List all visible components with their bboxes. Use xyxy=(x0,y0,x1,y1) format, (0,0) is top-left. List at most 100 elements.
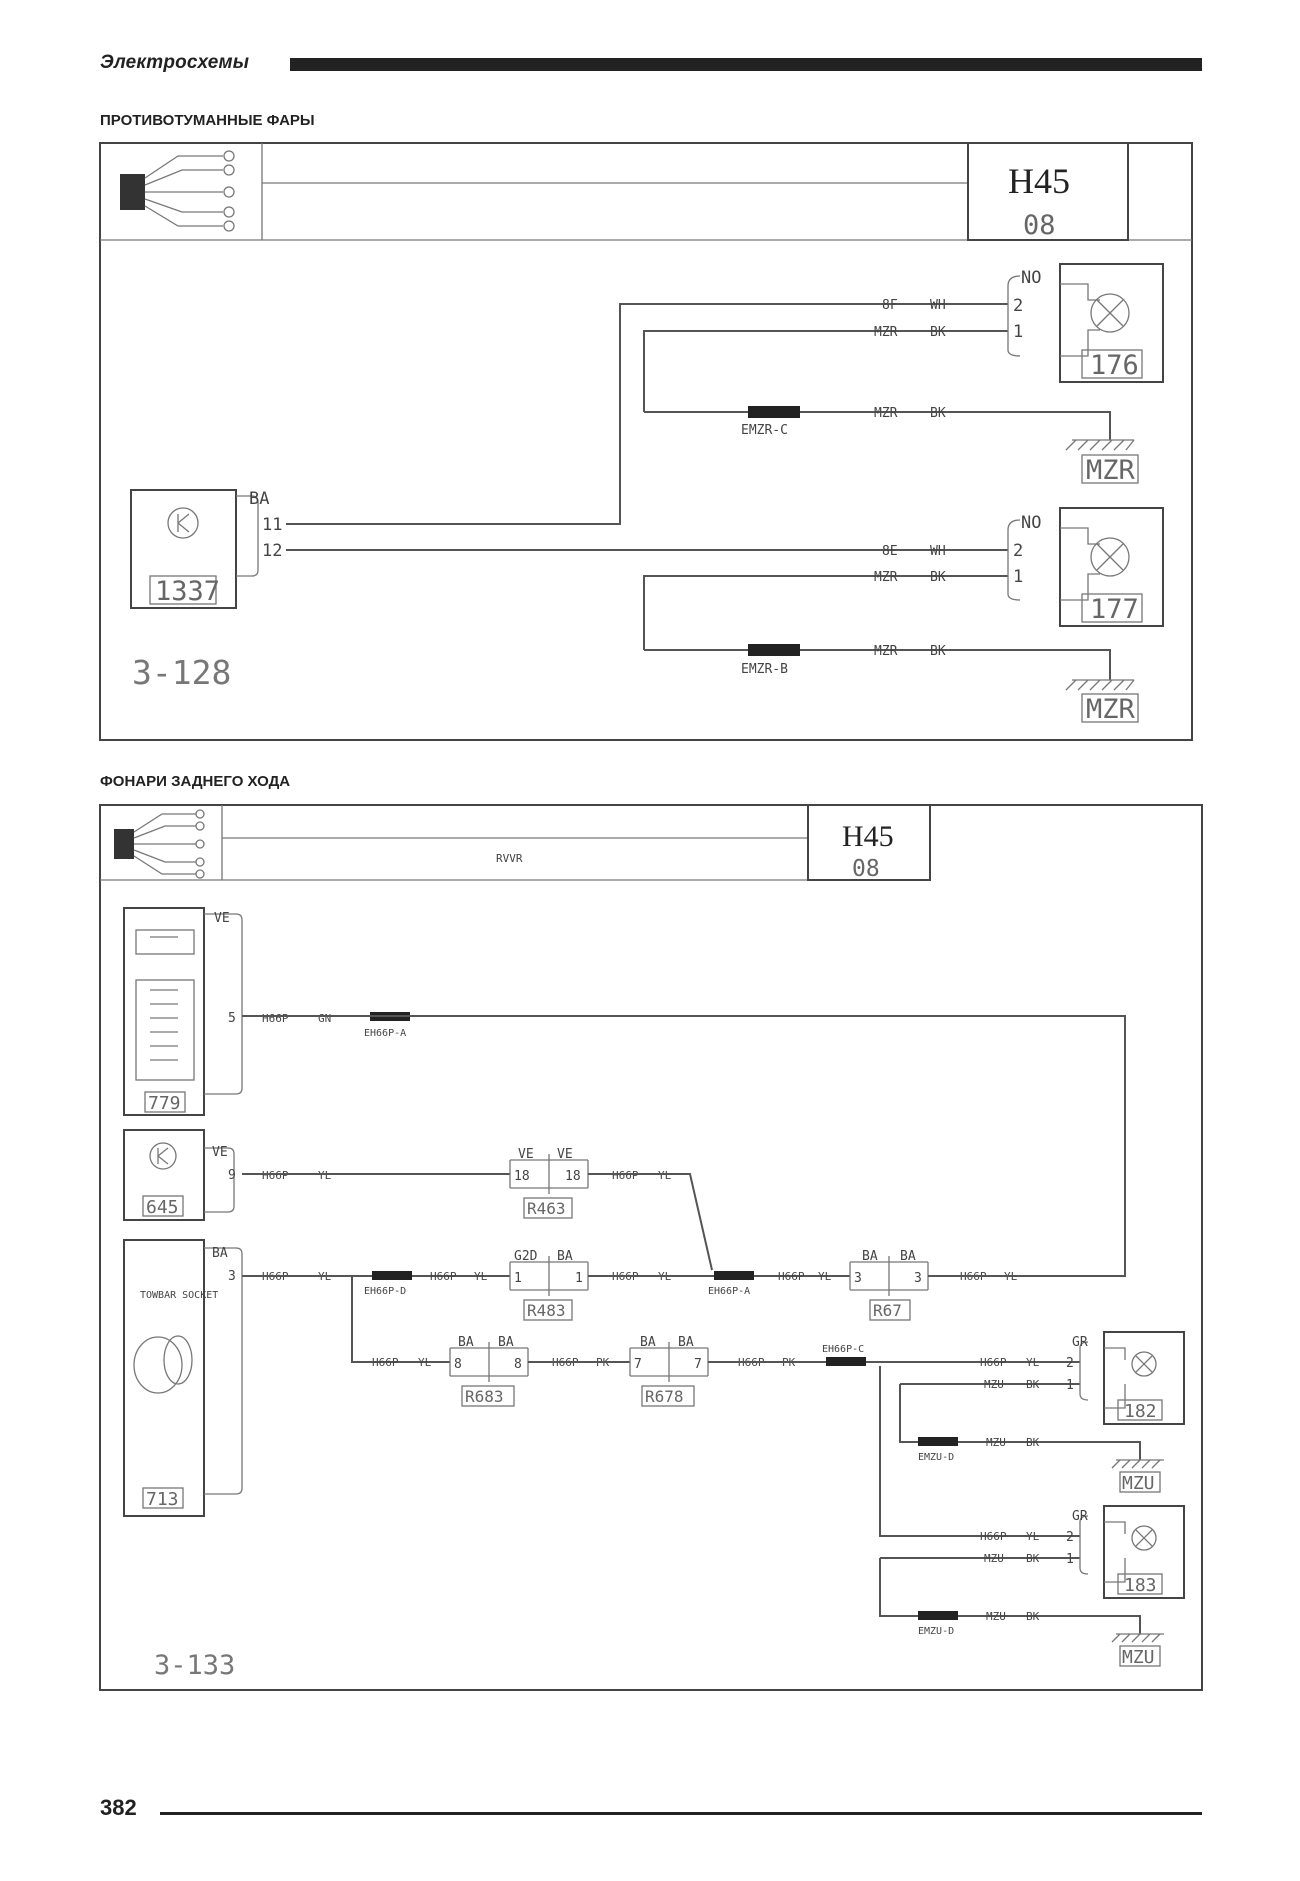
connector-icon xyxy=(114,809,205,879)
module-779-junction: EH66P-A xyxy=(364,1028,406,1039)
r678-id: R678 xyxy=(645,1387,684,1406)
switch-1337-pin-a: 11 xyxy=(262,515,282,535)
lamp-183-pin2: 2 xyxy=(1066,1530,1074,1545)
connector-r463: VE VE 18 18 R463 H66P YL xyxy=(509,1147,672,1219)
r463-w: H66P xyxy=(612,1169,639,1182)
lamp-177-pin2: 2 xyxy=(1013,541,1023,561)
r463-left: VE xyxy=(518,1147,534,1162)
lamp-176-w1: 8F xyxy=(882,298,898,313)
lamp-182-pin1: 1 xyxy=(1066,1378,1074,1393)
connector-r683: BA BA 8 8 R683 H66P PK xyxy=(449,1335,610,1407)
lamp-183-c1: YL xyxy=(1026,1530,1040,1543)
r683-id: R683 xyxy=(465,1387,504,1406)
section1-ref: 3-128 xyxy=(132,653,231,692)
eh66p-d-w: H66P xyxy=(430,1270,457,1283)
lamp-177-junction: EMZR-B xyxy=(741,662,788,677)
r683-pl: 8 xyxy=(454,1357,462,1372)
module-645-c: YL xyxy=(318,1169,332,1182)
connector-r483: G2D BA 1 1 R483 H66P YL xyxy=(509,1249,672,1321)
lamp-182-gw: MZU xyxy=(986,1436,1006,1449)
module-713-conn: BA xyxy=(212,1246,228,1261)
r67-pl: 3 xyxy=(854,1271,862,1286)
junction-emzu-d-1 xyxy=(918,1437,958,1446)
lamp-182-c1: YL xyxy=(1026,1356,1040,1369)
footer-rule xyxy=(160,1812,1202,1815)
switch-1337-box xyxy=(130,489,237,609)
module-779-c: GN xyxy=(318,1012,331,1025)
module-645-conn: VE xyxy=(212,1145,228,1160)
lamp-176-box xyxy=(1059,263,1164,383)
lamp-183-gw: MZU xyxy=(986,1610,1006,1623)
connector-r678: BA BA 7 7 R678 H66P PK xyxy=(629,1335,796,1407)
branch-c: YL xyxy=(418,1356,432,1369)
junction-eh66p-a-2 xyxy=(714,1271,754,1280)
lamp-182: EMZU-D MZU BK 182 GR 2 1 H66P YL MZU BK … xyxy=(899,1331,1185,1494)
module-645: 645 VE 9 H66P YL xyxy=(123,1129,332,1221)
section2-harness-label: RVVR xyxy=(496,852,523,865)
module-713-id: 713 xyxy=(146,1489,179,1510)
header-bar xyxy=(290,58,1202,71)
module-645-w: H66P xyxy=(262,1169,289,1182)
r463-pr: 18 xyxy=(565,1169,581,1184)
lamp-176-bulb-icon xyxy=(1090,293,1130,333)
lamp-183-junction: EMZU-D xyxy=(918,1626,954,1637)
junction-emzu-d-2 xyxy=(918,1611,958,1620)
r678-left: BA xyxy=(640,1335,656,1350)
switch-1337-conn: BA xyxy=(249,489,269,509)
lamp-176-w2: MZR xyxy=(874,325,898,340)
towbar-socket-icon xyxy=(133,1336,183,1394)
switch-1337-pin-b: 12 xyxy=(262,541,282,561)
eh66p-d-label: EH66P-D xyxy=(364,1286,406,1297)
junction-eh66p-c xyxy=(826,1357,866,1366)
section2-ref: 3-133 xyxy=(154,1650,235,1681)
lamp-177-id: 177 xyxy=(1090,594,1139,625)
section1-harness-code: H45 xyxy=(1008,161,1070,201)
lamp-182-pin2: 2 xyxy=(1066,1356,1074,1371)
lamp-176-c2: BK xyxy=(930,325,946,340)
switch-bank-icon xyxy=(150,936,178,1061)
lamp-183-conn: GR xyxy=(1072,1509,1088,1524)
ground-symbol-182 xyxy=(1111,1459,1164,1469)
module-713: TOWBAR SOCKET 713 BA 3 H66P YL xyxy=(123,1239,332,1517)
eh66p-a2-w: H66P xyxy=(778,1270,805,1283)
lamp-183-id: 183 xyxy=(1124,1575,1157,1596)
lamp-177-conn: NO xyxy=(1021,513,1041,533)
module-713-pin: 3 xyxy=(228,1269,236,1284)
junction-emzr-c xyxy=(748,406,800,418)
lamp-177-c1: WH xyxy=(930,544,946,559)
lamp-183-w2: MZU xyxy=(984,1552,1004,1565)
eh66p-d-c: YL xyxy=(474,1270,488,1283)
lamp-177-gw: MZR xyxy=(874,644,898,659)
lamp-176: 176 NO 2 1 8F WH MZR BK EMZR-C MZR BK MZ… xyxy=(643,263,1164,486)
lamp-182-conn: GR xyxy=(1072,1335,1088,1350)
lamp-182-ground: MZU xyxy=(1122,1473,1155,1494)
lamp-182-w1: H66P xyxy=(980,1356,1007,1369)
eh66p-a2-c: YL xyxy=(818,1270,832,1283)
lamp-177-w2: MZR xyxy=(874,570,898,585)
lamp-183-pin1: 1 xyxy=(1066,1552,1074,1567)
section2-harness-sub: 08 xyxy=(852,856,880,882)
module-779-conn: VE xyxy=(214,911,230,926)
lamp-176-pin2: 2 xyxy=(1013,296,1023,316)
section2-title: ФОНАРИ ЗАДНЕГО ХОДА xyxy=(100,773,291,790)
lamp-177-gc: BK xyxy=(930,644,946,659)
lamp-176-id: 176 xyxy=(1090,350,1139,381)
r483-id: R483 xyxy=(527,1301,566,1320)
lamp-182-id: 182 xyxy=(1124,1401,1157,1422)
section1-harness-box xyxy=(967,142,1129,241)
switch-1337-id: 1337 xyxy=(155,576,220,607)
lamp-176-junction: EMZR-C xyxy=(741,423,788,438)
lamp-176-gc: BK xyxy=(930,406,946,421)
r67-right: BA xyxy=(900,1249,916,1264)
lamp-177: 177 NO 2 1 8E WH MZR BK EMZR-B MZR BK MZ… xyxy=(643,507,1164,725)
module-713-text: TOWBAR SOCKET xyxy=(140,1290,218,1301)
lamp-176-gw: MZR xyxy=(874,406,898,421)
junction-emzr-b xyxy=(748,644,800,656)
r483-pl: 1 xyxy=(514,1271,522,1286)
r463-right: VE xyxy=(557,1147,573,1162)
r483-left: G2D xyxy=(514,1249,538,1264)
section1-harness-sub: 08 xyxy=(1023,210,1056,241)
r483-pr: 1 xyxy=(575,1271,583,1286)
r463-id: R463 xyxy=(527,1199,566,1218)
